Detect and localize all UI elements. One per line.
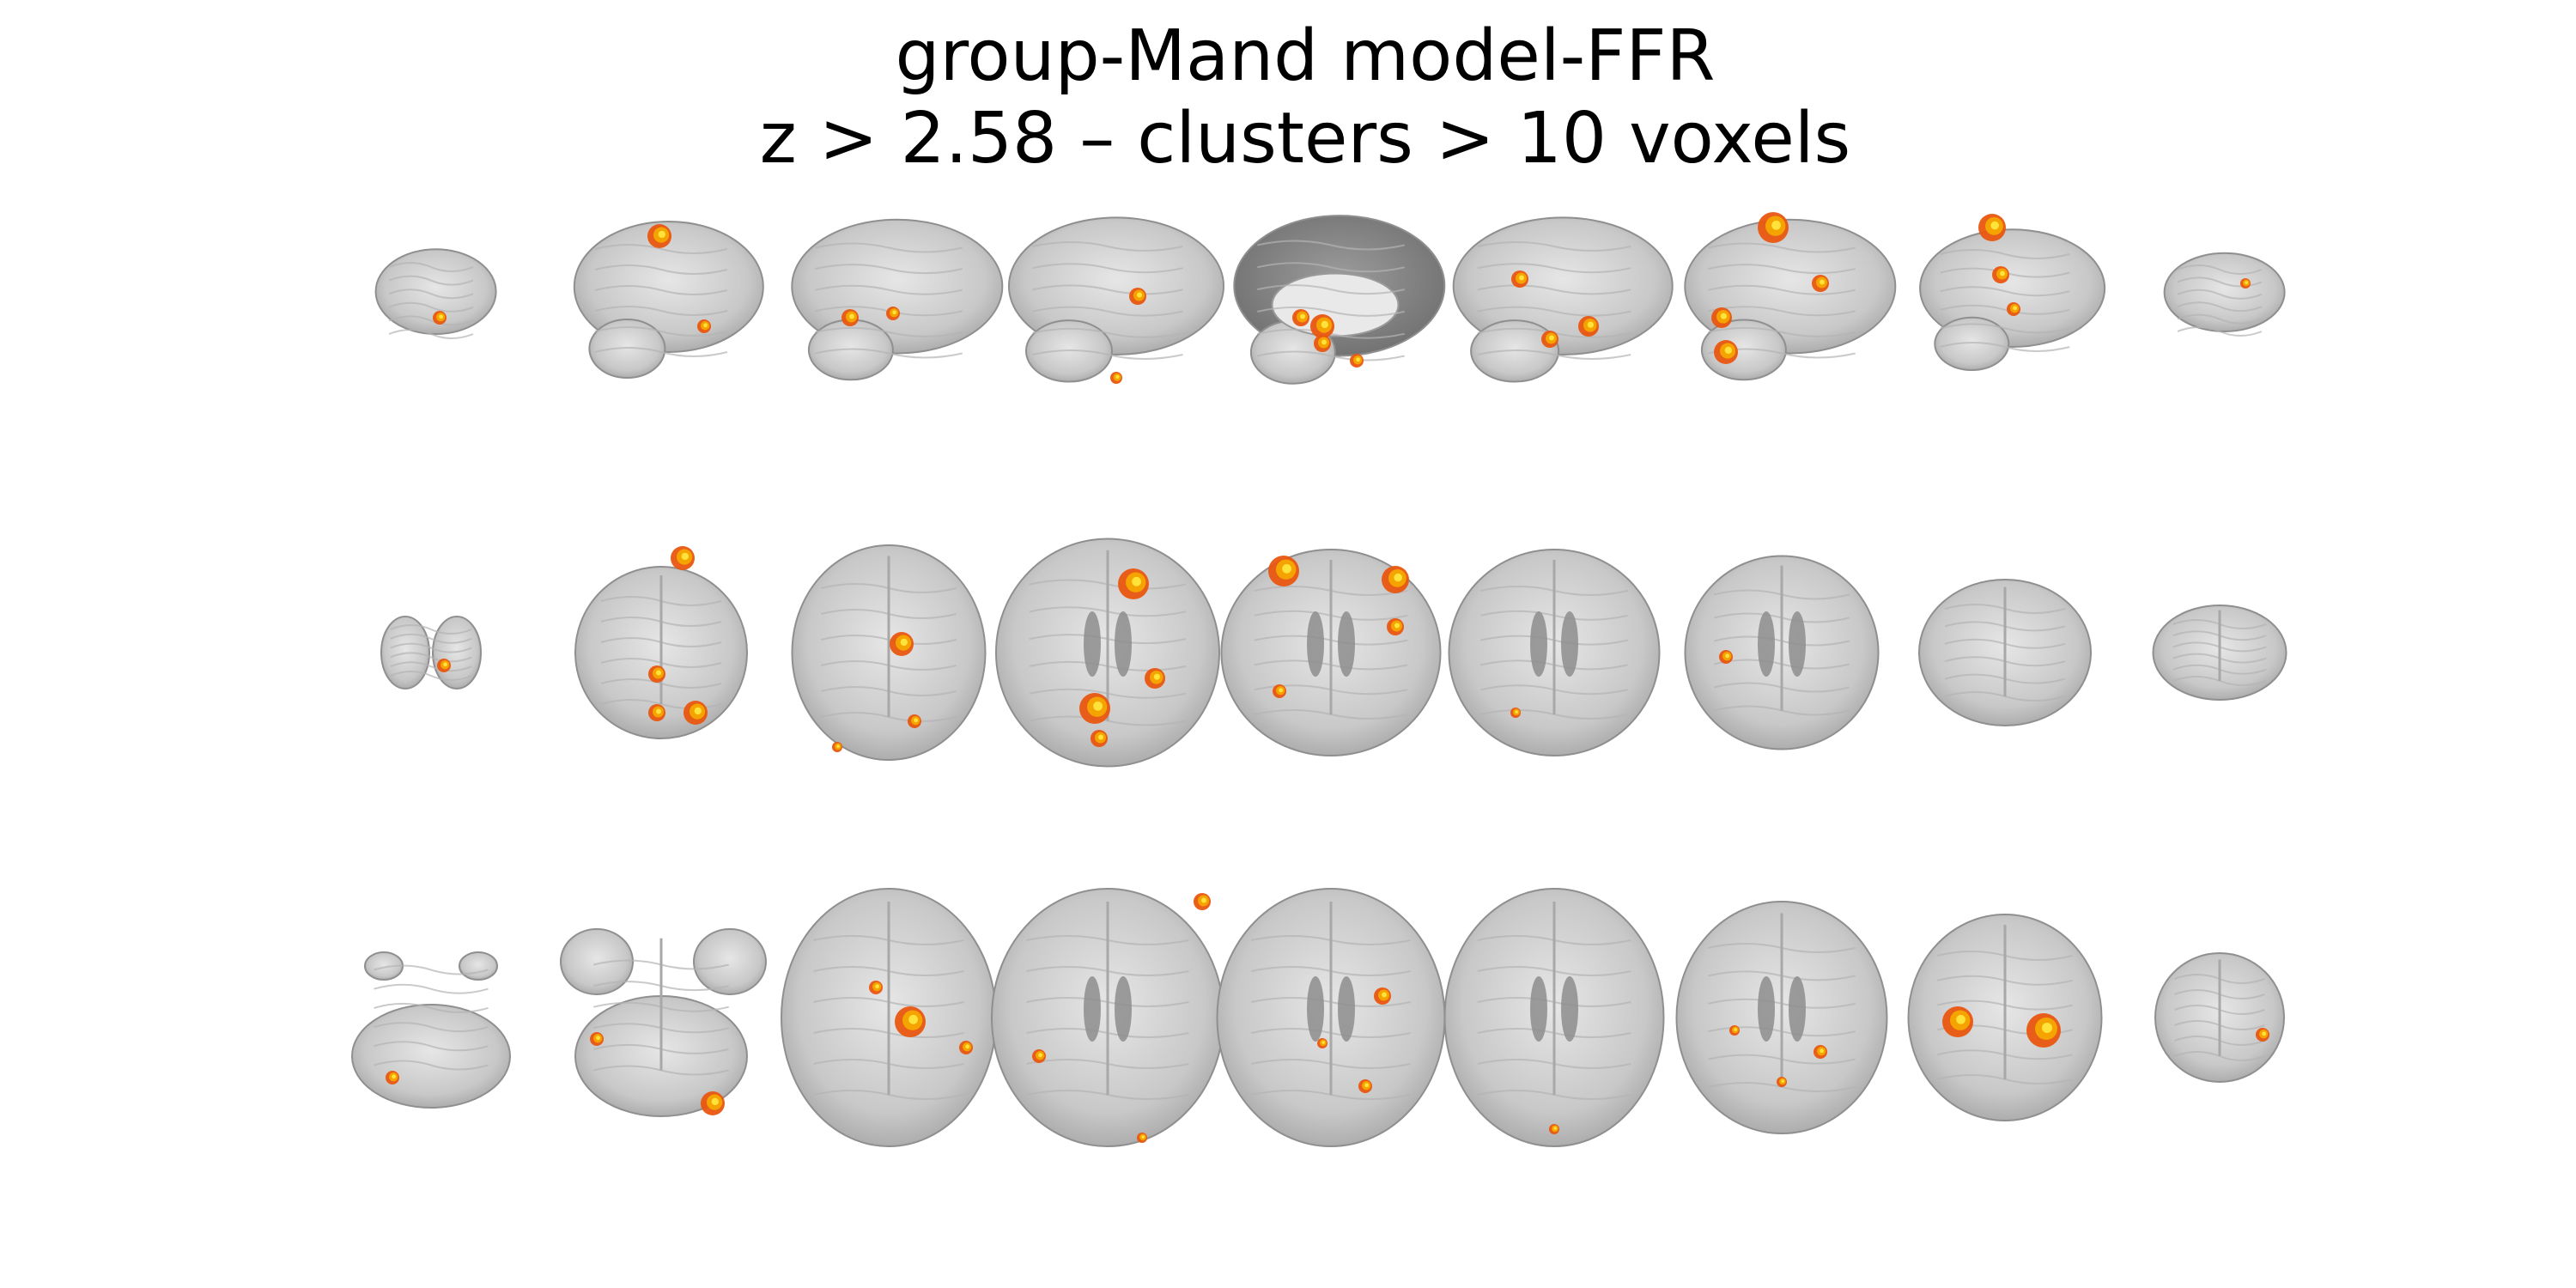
- activation-cluster: [1137, 1133, 1147, 1143]
- activation-clusters: [386, 212, 2269, 1143]
- coronal-slice-6: [1448, 549, 1661, 756]
- axial-slice-3: [781, 888, 997, 1147]
- activation-cluster: [1719, 650, 1733, 664]
- activation-cluster: [1079, 693, 1110, 724]
- activation-cluster: [648, 665, 665, 683]
- activation-cluster: [1777, 1077, 1787, 1087]
- activation-cluster: [648, 704, 665, 721]
- activation-cluster: [1129, 288, 1146, 305]
- activation-cluster: [697, 319, 711, 333]
- activation-cluster: [1578, 316, 1599, 337]
- activation-cluster: [1032, 1049, 1046, 1063]
- sagittal-slice-2: [573, 221, 764, 379]
- axial-slice-2: [560, 928, 767, 1117]
- slice-row-axial: [351, 888, 2285, 1147]
- sagittal-slice-4: [1008, 216, 1224, 383]
- activation-cluster: [2007, 302, 2020, 316]
- sagittal-slice-9: [2163, 252, 2286, 337]
- activation-cluster: [386, 1071, 399, 1084]
- activation-cluster: [1292, 309, 1309, 326]
- sagittal-slice-8: [1919, 228, 2106, 371]
- activation-cluster: [701, 1091, 725, 1115]
- activation-cluster: [1387, 618, 1404, 635]
- sagittal-slice-1: [374, 248, 497, 339]
- activation-cluster: [959, 1041, 973, 1054]
- activation-cluster: [1110, 372, 1122, 384]
- activation-cluster: [1714, 340, 1738, 364]
- activation-cluster: [1511, 270, 1528, 288]
- coronal-slice-8: [1918, 579, 2092, 726]
- activation-cluster: [1273, 684, 1286, 698]
- activation-cluster: [832, 742, 842, 752]
- activation-cluster: [2256, 1028, 2269, 1042]
- coronal-slice-3: [791, 544, 987, 761]
- activation-cluster: [1541, 331, 1558, 348]
- axial-slice-9: [2154, 952, 2285, 1083]
- activation-cluster: [1145, 668, 1165, 689]
- activation-cluster: [1382, 566, 1409, 593]
- activation-cluster: [1118, 568, 1149, 599]
- coronal-slice-4: [995, 538, 1220, 768]
- activation-cluster: [671, 546, 695, 570]
- activation-cluster: [1549, 1124, 1559, 1134]
- activation-cluster: [1091, 730, 1108, 747]
- axial-slice-7: [1675, 901, 1888, 1134]
- activation-cluster: [869, 981, 883, 994]
- axial-slice-6: [1443, 888, 1665, 1147]
- activation-cluster: [1812, 275, 1829, 292]
- activation-cluster: [1350, 354, 1364, 368]
- sagittal-slice-3: [791, 218, 1004, 381]
- activation-cluster: [1310, 314, 1334, 338]
- coronal-slice-7: [1684, 555, 1880, 750]
- activation-cluster: [1317, 1038, 1327, 1048]
- axial-slice-1: [351, 951, 511, 1109]
- activation-cluster: [1992, 266, 2009, 283]
- activation-cluster: [1711, 307, 1732, 328]
- activation-cluster: [841, 309, 859, 326]
- coronal-slice-2: [574, 566, 748, 739]
- activation-cluster: [890, 632, 914, 656]
- activation-cluster: [1729, 1025, 1740, 1036]
- activation-cluster: [1942, 1006, 1973, 1037]
- activation-cluster: [1510, 708, 1521, 718]
- activation-cluster: [908, 714, 921, 728]
- activation-cluster: [2026, 1013, 2061, 1048]
- activation-cluster: [1194, 893, 1211, 910]
- activation-cluster: [1978, 214, 2006, 241]
- activation-cluster: [1358, 1079, 1372, 1093]
- activation-cluster: [433, 311, 447, 325]
- activation-cluster: [590, 1032, 604, 1046]
- activation-cluster: [1314, 335, 1331, 352]
- title-line-2: z > 2.58 – clusters > 10 voxels: [759, 98, 1851, 179]
- activation-cluster: [1758, 212, 1789, 243]
- activation-cluster: [1814, 1045, 1827, 1059]
- slice-row-coronal: [380, 538, 2287, 768]
- sagittal-slice-7: [1684, 218, 1897, 381]
- activation-cluster: [2240, 278, 2251, 289]
- sagittal-slice-5: [1233, 215, 1446, 385]
- activation-cluster: [1268, 556, 1299, 586]
- figure-title: group-Mand model-FFR z > 2.58 – clusters…: [0, 15, 2576, 180]
- activation-cluster: [437, 659, 451, 672]
- coronal-slice-9: [2152, 605, 2287, 701]
- activation-cluster: [647, 224, 671, 248]
- sagittal-slice-6: [1452, 216, 1674, 383]
- activation-cluster: [1374, 987, 1391, 1005]
- title-line-1: group-Mand model-FFR: [895, 15, 1716, 97]
- axial-slice-8: [1907, 914, 2103, 1121]
- coronal-slice-1: [380, 616, 482, 690]
- activation-cluster: [886, 307, 900, 320]
- activation-cluster: [683, 701, 708, 725]
- slice-row-sagittal: [374, 215, 2286, 385]
- axial-slice-5: [1216, 888, 1446, 1147]
- axial-slice-4: [991, 888, 1224, 1147]
- activation-cluster: [895, 1006, 926, 1037]
